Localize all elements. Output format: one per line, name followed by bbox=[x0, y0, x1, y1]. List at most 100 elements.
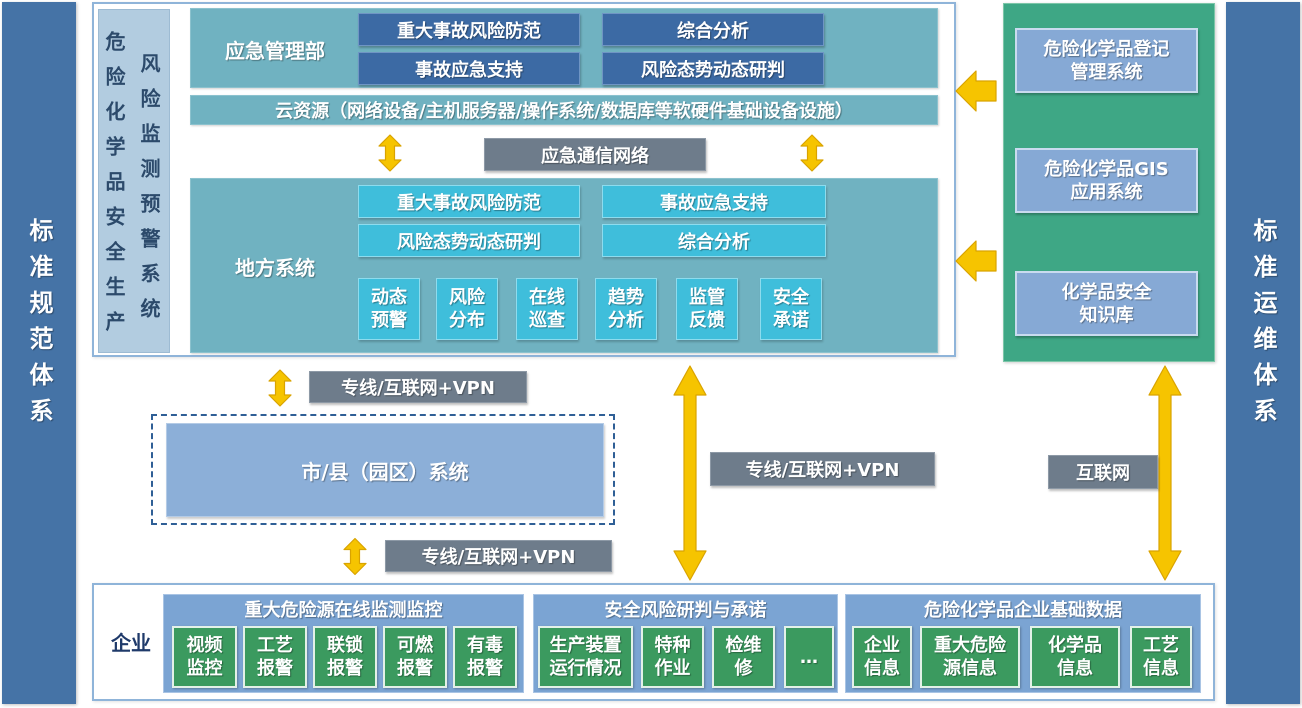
module-line: 动态 bbox=[371, 287, 407, 308]
item-line: 源信息 bbox=[943, 658, 997, 679]
item-special-operations: 特种 作业 bbox=[641, 626, 704, 688]
module-risk-distribution: 风险 分布 bbox=[436, 278, 498, 340]
city-system-dashed-boundary bbox=[151, 414, 615, 525]
system-title-panel: 危险化学品安全生产 风险监测预警系统 bbox=[98, 9, 170, 353]
ministry-function-risk-prevention: 重大事故风险防范 bbox=[358, 13, 580, 46]
double-arrow-icon bbox=[268, 369, 292, 407]
item-more-ellipsis: … bbox=[784, 626, 834, 688]
module-line: 安全 bbox=[773, 287, 809, 308]
local-function-emergency-support: 事故应急支持 bbox=[602, 185, 826, 218]
item-interlock-alarm: 联锁 报警 bbox=[313, 626, 377, 688]
ministry-label: 应急管理部 bbox=[225, 38, 325, 63]
item-line: 有毒 bbox=[467, 635, 503, 656]
item-line: 报警 bbox=[467, 658, 503, 679]
standards-operation-system-bar: 标准运维体系 bbox=[1226, 2, 1300, 704]
item-line: 工艺 bbox=[1143, 635, 1179, 656]
item-line: 作业 bbox=[654, 658, 691, 679]
system-title-column-2: 风险监测预警系统 bbox=[137, 53, 161, 333]
ministry-function-comprehensive-analysis: 综合分析 bbox=[602, 13, 824, 46]
item-video-monitoring: 视频 监控 bbox=[172, 626, 237, 688]
item-line: 信息 bbox=[1057, 658, 1093, 679]
link-label-local-to-city: 专线/互联网+VPN bbox=[309, 371, 527, 403]
module-online-patrol: 在线 巡查 bbox=[516, 278, 578, 340]
module-line: 承诺 bbox=[773, 310, 809, 331]
item-line: … bbox=[800, 646, 818, 668]
item-line: 重大危险 bbox=[934, 635, 1006, 656]
item-line: 监控 bbox=[186, 658, 223, 679]
external-system-line: 化学品安全 bbox=[1061, 281, 1152, 303]
external-system-line: 危险化学品登记 bbox=[1043, 38, 1170, 60]
item-line: 信息 bbox=[1143, 658, 1179, 679]
link-label-city-to-enterprise: 专线/互联网+VPN bbox=[385, 540, 612, 572]
standards-spec-system-label: 标准规范体系 bbox=[25, 218, 53, 434]
item-process-info: 工艺 信息 bbox=[1130, 626, 1192, 688]
item-line: 报警 bbox=[397, 658, 433, 679]
external-system-line: 知识库 bbox=[1079, 304, 1134, 326]
ministry-function-emergency-support: 事故应急支持 bbox=[358, 52, 580, 85]
item-line: 报警 bbox=[327, 658, 363, 679]
city-county-park-system: 市/县（园区）系统 bbox=[166, 423, 604, 517]
ministry-function-risk-situation-analysis: 风险态势动态研判 bbox=[602, 52, 824, 85]
item-line: 工艺 bbox=[257, 635, 293, 656]
module-line: 在线 bbox=[529, 287, 565, 308]
enterprise-group-title: 危险化学品企业基础数据 bbox=[924, 600, 1122, 621]
module-line: 风险 bbox=[449, 287, 485, 308]
system-title-column-1: 危险化学品安全生产 bbox=[102, 31, 126, 346]
module-line: 分布 bbox=[449, 310, 485, 331]
item-toxic-alarm: 有毒 报警 bbox=[453, 626, 517, 688]
enterprise-group-title: 重大危险源在线监测监控 bbox=[244, 600, 443, 621]
left-arrow-icon bbox=[955, 70, 997, 112]
module-line: 分析 bbox=[608, 310, 644, 331]
item-process-alarm: 工艺 报警 bbox=[243, 626, 307, 688]
long-double-arrow-icon bbox=[1148, 365, 1182, 581]
module-line: 巡查 bbox=[529, 310, 565, 331]
module-line: 反馈 bbox=[689, 310, 725, 331]
double-arrow-icon bbox=[343, 537, 367, 576]
item-combustible-alarm: 可燃 报警 bbox=[383, 626, 447, 688]
standards-operation-system-label: 标准运维体系 bbox=[1249, 218, 1277, 434]
external-system-line: 管理系统 bbox=[1070, 61, 1143, 83]
item-production-unit-status: 生产装置 运行情况 bbox=[538, 626, 633, 688]
item-line: 特种 bbox=[654, 635, 691, 656]
cloud-resources-bar: 云资源（网络设备/主机服务器/操作系统/数据库等软硬件基础设备设施） bbox=[190, 95, 938, 125]
link-label-local-to-enterprise: 专线/互联网+VPN bbox=[710, 452, 935, 486]
item-inspection-maintenance: 检维 修 bbox=[712, 626, 775, 688]
standards-spec-system-bar: 标准规范体系 bbox=[2, 2, 76, 704]
item-enterprise-info: 企业 信息 bbox=[852, 626, 912, 688]
module-supervision-feedback: 监管 反馈 bbox=[676, 278, 738, 340]
item-line: 视频 bbox=[186, 635, 223, 656]
module-trend-analysis: 趋势 分析 bbox=[595, 278, 657, 340]
local-function-risk-situation-analysis: 风险态势动态研判 bbox=[358, 224, 580, 257]
item-line: 化学品 bbox=[1048, 635, 1102, 656]
enterprise-label: 企业 bbox=[111, 630, 151, 655]
item-line: 联锁 bbox=[327, 635, 363, 656]
item-major-hazard-info: 重大危险 源信息 bbox=[920, 626, 1020, 688]
module-line: 趋势 bbox=[608, 287, 644, 308]
module-line: 预警 bbox=[371, 310, 407, 331]
emergency-communication-network-label: 应急通信网络 bbox=[484, 138, 706, 171]
enterprise-group-title: 安全风险研判与承诺 bbox=[604, 600, 767, 621]
local-function-comprehensive-analysis: 综合分析 bbox=[602, 224, 826, 257]
double-arrow-icon bbox=[800, 134, 824, 172]
item-line: 报警 bbox=[257, 658, 293, 679]
item-line: 生产装置 bbox=[549, 635, 622, 656]
chemical-safety-knowledge-base: 化学品安全 知识库 bbox=[1015, 271, 1198, 336]
item-line: 运行情况 bbox=[549, 658, 622, 679]
long-double-arrow-icon bbox=[673, 365, 707, 581]
link-label-external-to-enterprise: 互联网 bbox=[1048, 455, 1158, 489]
hazchem-gis-system: 危险化学品GIS 应用系统 bbox=[1015, 148, 1198, 213]
item-line: 信息 bbox=[864, 658, 900, 679]
item-line: 可燃 bbox=[397, 635, 433, 656]
module-line: 监管 bbox=[689, 287, 725, 308]
left-arrow-icon bbox=[955, 240, 997, 282]
external-system-line: 危险化学品GIS bbox=[1044, 158, 1169, 180]
item-line: 修 bbox=[734, 658, 753, 679]
item-line: 企业 bbox=[864, 635, 900, 656]
external-system-line: 应用系统 bbox=[1070, 181, 1143, 203]
item-line: 检维 bbox=[725, 635, 762, 656]
module-safety-commitment: 安全 承诺 bbox=[760, 278, 822, 340]
double-arrow-icon bbox=[378, 134, 402, 172]
hazchem-registration-system: 危险化学品登记 管理系统 bbox=[1015, 28, 1198, 93]
item-chemical-info: 化学品 信息 bbox=[1030, 626, 1120, 688]
